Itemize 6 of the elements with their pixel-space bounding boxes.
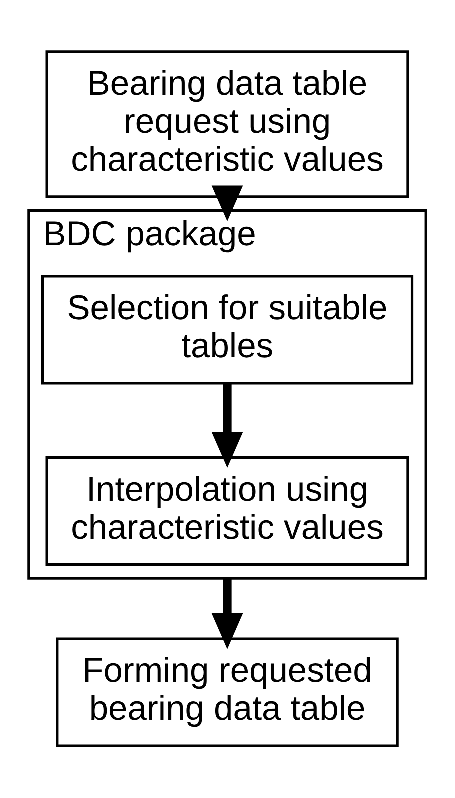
arrow	[212, 186, 244, 222]
arrow	[212, 384, 244, 468]
node-box: Selection for suitable tables	[41, 275, 414, 385]
node-box: Forming requested bearing data table	[56, 638, 399, 748]
arrow	[212, 578, 244, 650]
node-box: Interpolation using characteristic values	[46, 456, 410, 566]
